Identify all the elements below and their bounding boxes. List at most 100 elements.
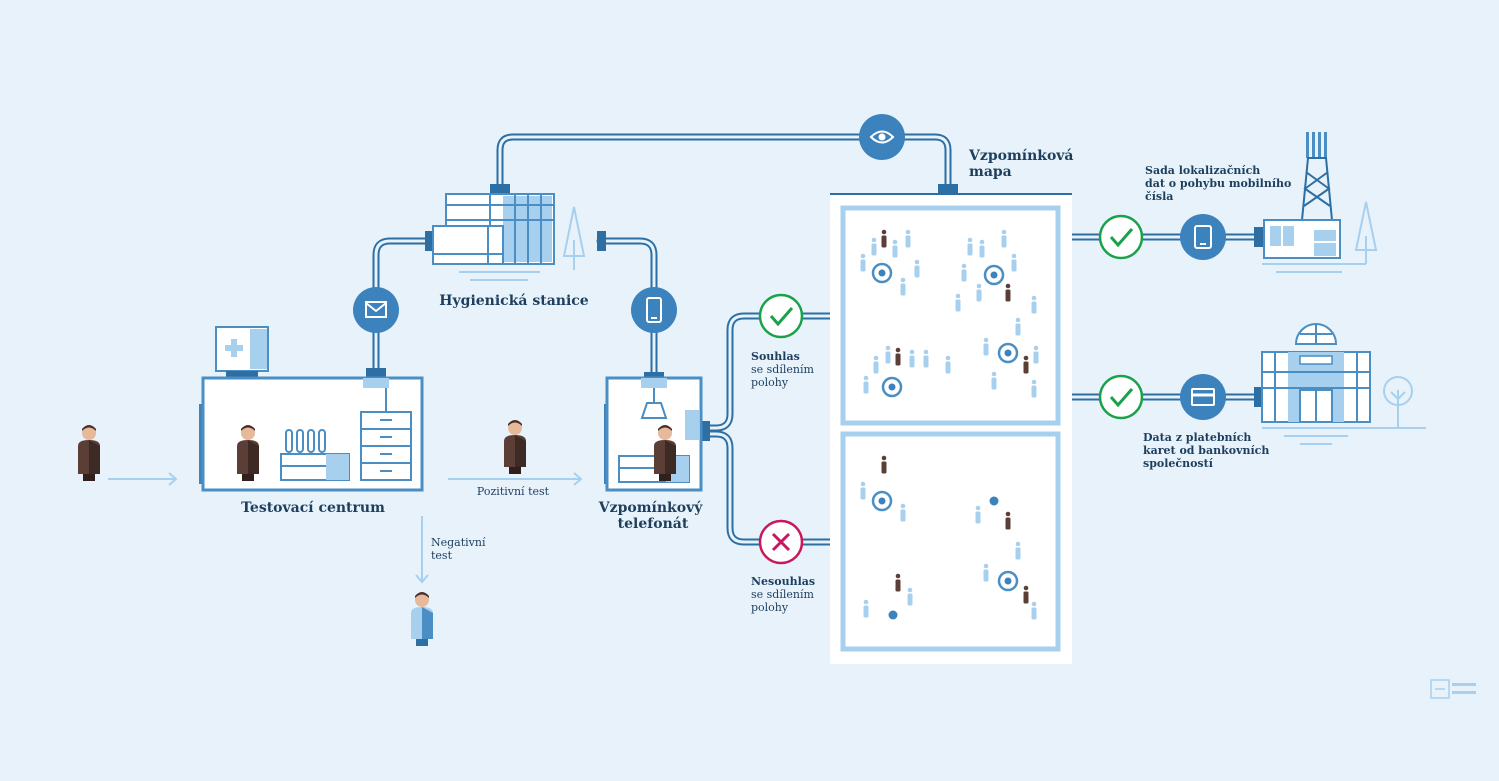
map-person-icon: [1023, 355, 1029, 374]
map-person-icon: [1023, 585, 1029, 604]
label-card-data-line2: karet od bankovních: [1143, 444, 1269, 457]
corner-logo-icon: [1430, 679, 1476, 699]
map-person-icon: [955, 293, 961, 312]
location-ring-icon: [983, 264, 1005, 286]
location-dot-icon: [888, 610, 898, 620]
map-person-icon: [905, 229, 911, 248]
bank-building: [1261, 323, 1426, 445]
location-ring-icon: [997, 342, 1019, 364]
map-person-icon: [907, 587, 913, 606]
map-person-icon: [1001, 229, 1007, 248]
label-consent-line3: polohy: [751, 376, 789, 389]
label-consent: Souhlas se sdílením polohy: [751, 350, 817, 389]
hygiene-station-building: [432, 193, 586, 281]
label-memory-call: Vzpomínkový telefonát: [598, 499, 707, 532]
node-mobile: [1180, 214, 1226, 260]
map-person-icon: [900, 503, 906, 522]
node-card: [1180, 374, 1226, 420]
node-phone: [631, 287, 677, 333]
map-people: [860, 229, 1039, 620]
card-check-mark: [1098, 374, 1144, 420]
label-no-consent-line2: se sdílením: [751, 588, 814, 601]
check-icon: [1109, 388, 1134, 408]
label-memory-call-line2: telefonát: [618, 516, 689, 532]
map-person-icon: [991, 371, 997, 390]
map-person-icon: [900, 277, 906, 296]
label-mobile-data-line1: Sada lokalizačních: [1145, 164, 1260, 177]
label-negative-test: Negativní test: [431, 536, 489, 562]
map-person-icon: [873, 355, 879, 374]
label-consent-line2: se sdílením: [751, 363, 814, 376]
label-no-consent: Nesouhlas se sdílením polohy: [751, 575, 819, 614]
eye-icon: [869, 130, 895, 144]
label-no-consent-line1: Nesouhlas: [751, 575, 815, 588]
map-consent: [840, 205, 1061, 426]
map-person-icon: [979, 239, 985, 258]
credit-card-icon: [1191, 388, 1215, 406]
map-person-icon: [863, 375, 869, 394]
map-person-icon: [914, 259, 920, 278]
map-person-icon: [881, 455, 887, 474]
node-eye: [859, 114, 905, 160]
map-person-icon: [1031, 379, 1037, 398]
map-person-icon: [983, 563, 989, 582]
location-ring-icon: [871, 490, 893, 512]
label-card-data-line1: Data z platebních: [1143, 431, 1251, 444]
label-positive-test: Pozitivní test: [477, 485, 550, 498]
negative-person: [411, 592, 433, 646]
map-person-icon: [975, 505, 981, 524]
positive-person: [504, 420, 526, 474]
arrow-entry: [108, 472, 178, 486]
check-icon: [1109, 228, 1134, 248]
label-card-data: Data z platebních karet od bankovních sp…: [1143, 431, 1273, 470]
map-person-icon: [895, 347, 901, 366]
pipes: [372, 133, 1264, 546]
map-person-icon: [860, 481, 866, 500]
label-memory-map: Vzpomínková mapa: [968, 148, 1078, 180]
arrow-negative: [415, 516, 429, 584]
map-person-icon: [892, 239, 898, 258]
node-email: [353, 287, 399, 333]
map-person-icon: [923, 349, 929, 368]
entry-person: [78, 425, 100, 481]
label-memory-map-line2: mapa: [969, 164, 1012, 180]
map-person-icon: [1015, 317, 1021, 336]
memory-map: [830, 193, 1072, 664]
map-person-icon: [895, 573, 901, 592]
label-hygiene-station: Hygienická stanice: [439, 293, 588, 309]
map-person-icon: [945, 355, 951, 374]
map-person-icon: [983, 337, 989, 356]
map-person-icon: [1005, 511, 1011, 530]
label-card-data-line3: společností: [1143, 457, 1214, 470]
label-negative-test-line1: Negativní: [431, 536, 486, 549]
envelope-icon: [365, 301, 387, 318]
map-person-icon: [863, 599, 869, 618]
label-consent-line1: Souhlas: [751, 350, 800, 363]
label-mobile-data-line3: čísla: [1145, 190, 1173, 203]
smartphone-icon: [646, 297, 662, 323]
map-person-icon: [1011, 253, 1017, 272]
memory-call-booth: [604, 376, 703, 492]
map-person-icon: [1005, 283, 1011, 302]
location-dot-icon: [989, 496, 999, 506]
map-person-icon: [1033, 345, 1039, 364]
location-ring-icon: [881, 376, 903, 398]
reject-mark: [758, 519, 804, 565]
label-mobile-data-line2: dat o pohybu mobilního: [1145, 177, 1291, 190]
label-test-center: Testovací centrum: [241, 500, 385, 516]
location-ring-icon: [997, 570, 1019, 592]
consent-mark: [758, 293, 804, 339]
map-person-icon: [881, 229, 887, 248]
map-person-icon: [1031, 295, 1037, 314]
cell-tower-building: [1262, 132, 1378, 273]
label-no-consent-line3: polohy: [751, 601, 789, 614]
label-negative-test-line2: test: [431, 549, 453, 562]
label-memory-call-line1: Vzpomínkový: [598, 499, 703, 516]
location-ring-icon: [871, 262, 893, 284]
map-person-icon: [860, 253, 866, 272]
map-person-icon: [1015, 541, 1021, 560]
map-no-consent: [840, 431, 1061, 652]
check-icon: [769, 307, 794, 327]
map-person-icon: [961, 263, 967, 282]
